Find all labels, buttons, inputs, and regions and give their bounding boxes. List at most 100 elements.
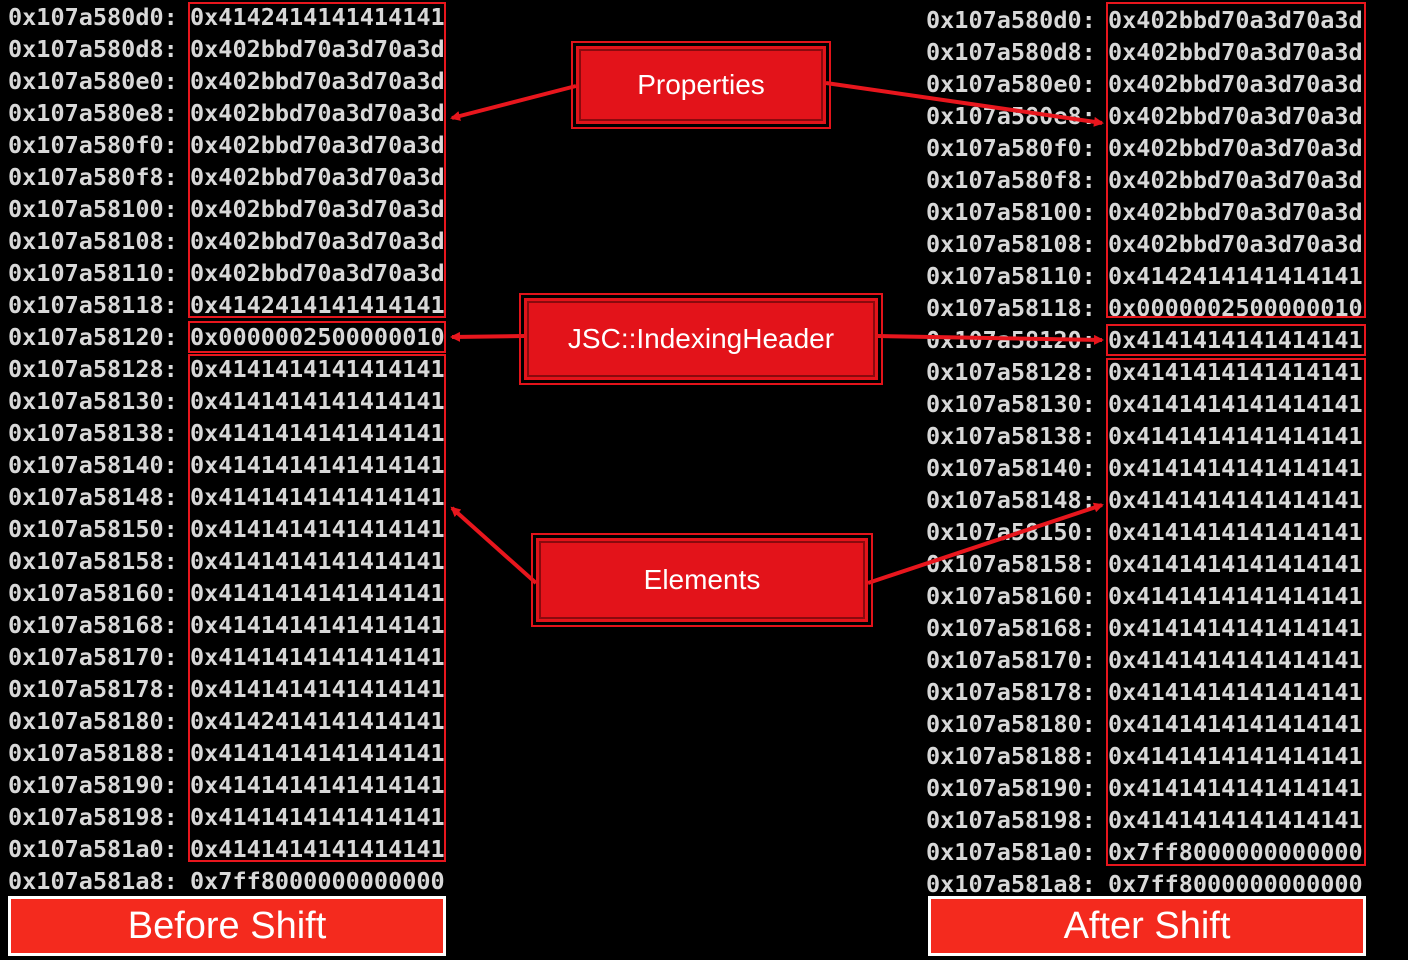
memory-value: 0x402bbd70a3d70a3d: [190, 99, 445, 127]
memory-row: 0x107a58178:0x4141414141414141: [926, 676, 1363, 708]
memory-row: 0x107a58108:0x402bbd70a3d70a3d: [8, 225, 445, 257]
memory-value: 0x4141414141414141: [190, 355, 445, 383]
memory-address: 0x107a58110:: [926, 262, 1096, 290]
memory-address: 0x107a58150:: [926, 518, 1096, 546]
memory-value: 0x4141414141414141: [190, 579, 445, 607]
memory-address: 0x107a58100:: [8, 195, 178, 223]
memory-row: 0x107a58130:0x4141414141414141: [926, 388, 1363, 420]
memory-address: 0x107a580f8:: [926, 166, 1096, 194]
memory-row: 0x107a580d0:0x4142414141414141: [8, 1, 445, 33]
memory-row: 0x107a581a0:0x4141414141414141: [8, 833, 445, 865]
memory-row: 0x107a580d8:0x402bbd70a3d70a3d: [926, 36, 1363, 68]
memory-address: 0x107a58140:: [926, 454, 1096, 482]
indexing-header-arrow-left: [450, 331, 525, 342]
memory-row: 0x107a580e8:0x402bbd70a3d70a3d: [8, 97, 445, 129]
memory-value: 0x402bbd70a3d70a3d: [1108, 6, 1363, 34]
memory-address: 0x107a58168:: [8, 611, 178, 639]
memory-value: 0x402bbd70a3d70a3d: [1108, 166, 1363, 194]
memory-value: 0x402bbd70a3d70a3d: [190, 195, 445, 223]
memory-value: 0x4141414141414141: [190, 675, 445, 703]
memory-value: 0x4141414141414141: [1108, 646, 1363, 674]
memory-address: 0x107a58178:: [926, 678, 1096, 706]
memory-row: 0x107a581a0:0x7ff8000000000000: [926, 836, 1363, 868]
memory-address: 0x107a58158:: [8, 547, 178, 575]
memory-value: 0x402bbd70a3d70a3d: [190, 131, 445, 159]
memory-address: 0x107a580d8:: [8, 35, 178, 63]
memory-value: 0x402bbd70a3d70a3d: [190, 259, 445, 287]
memory-row: 0x107a58160: 0x4141414141414141: [926, 580, 1363, 612]
memory-value: 0x4141414141414141: [190, 387, 445, 415]
memory-row: 0x107a58120:0x0000002500000010: [8, 321, 445, 353]
memory-row: 0x107a58100: 0x402bbd70a3d70a3d: [8, 193, 445, 225]
memory-row: 0x107a58190:0x4141414141414141: [8, 769, 445, 801]
memory-row: 0x107a58110:0x402bbd70a3d70a3d: [8, 257, 445, 289]
memory-value: 0x4141414141414141: [190, 451, 445, 479]
memory-row: 0x107a581a8:0x7ff8000000000000: [8, 865, 445, 897]
memory-value: 0x4141414141414141: [190, 771, 445, 799]
memory-value: 0x402bbd70a3d70a3d: [190, 163, 445, 191]
memory-address: 0x107a580f8:: [8, 163, 178, 191]
memory-row: 0x107a58188: 0x4141414141414141: [8, 737, 445, 769]
memory-row: 0x107a580f0:0x402bbd70a3d70a3d: [8, 129, 445, 161]
after-shift-caption: After Shift: [928, 896, 1366, 956]
memory-value: 0x4141414141414141: [190, 803, 445, 831]
memory-row: 0x107a58178:0x4141414141414141: [8, 673, 445, 705]
memory-row: 0x107a580f8: 0x402bbd70a3d70a3d: [926, 164, 1363, 196]
memory-row: 0x107a58148: 0x4141414141414141: [8, 481, 445, 513]
memory-address: 0x107a58160:: [926, 582, 1096, 610]
memory-row: 0x107a580f0:0x402bbd70a3d70a3d: [926, 132, 1363, 164]
memory-address: 0x107a58180:: [8, 707, 178, 735]
memory-value: 0x4141414141414141: [190, 739, 445, 767]
indexing-header-label: JSC::IndexingHeader: [519, 293, 883, 385]
memory-value: 0x402bbd70a3d70a3d: [1108, 230, 1363, 258]
memory-value: 0x7ff8000000000000: [1108, 838, 1363, 866]
memory-row: 0x107a58108: 0x402bbd70a3d70a3d: [926, 228, 1363, 260]
memory-value: 0x402bbd70a3d70a3d: [190, 35, 445, 63]
memory-row: 0x107a58130: 0x4141414141414141: [8, 385, 445, 417]
memory-value: 0x4141414141414141: [190, 483, 445, 511]
memory-address: 0x107a58160:: [8, 579, 178, 607]
memory-row: 0x107a58158:0x4141414141414141: [8, 545, 445, 577]
before-properties-box: [188, 2, 446, 318]
memory-address: 0x107a58170:: [926, 646, 1096, 674]
properties-arrow-left: [450, 84, 577, 121]
memory-row: 0x107a58160: 0x4141414141414141: [8, 577, 445, 609]
memory-row: 0x107a58118:0x4142414141414141: [8, 289, 445, 321]
memory-row: 0x107a58168: 0x4141414141414141: [8, 609, 445, 641]
memory-row: 0x107a580f8: 0x402bbd70a3d70a3d: [8, 161, 445, 193]
memory-address: 0x107a58138:: [8, 419, 178, 447]
memory-value: 0x4141414141414141: [1108, 326, 1363, 354]
before-indexing-header-box: [188, 321, 446, 353]
memory-address: 0x107a580e0:: [926, 70, 1096, 98]
memory-address: 0x107a58188:: [8, 739, 178, 767]
memory-address: 0x107a58198:: [926, 806, 1096, 834]
memory-value: 0x4141414141414141: [190, 611, 445, 639]
memory-address: 0x107a58190:: [926, 774, 1096, 802]
memory-address: 0x107a58148:: [8, 483, 178, 511]
memory-address: 0x107a58130:: [8, 387, 178, 415]
memory-value: 0x4142414141414141: [1108, 262, 1363, 290]
memory-address: 0x107a580e8:: [926, 102, 1096, 130]
memory-row: 0x107a581a8:0x7ff8000000000000: [926, 868, 1363, 900]
memory-value: 0x4141414141414141: [1108, 742, 1363, 770]
memory-value: 0x4141414141414141: [190, 515, 445, 543]
memory-value: 0x4142414141414141: [190, 707, 445, 735]
memory-row: 0x107a58138:0x4141414141414141: [926, 420, 1363, 452]
memory-value: 0x4141414141414141: [190, 835, 445, 863]
memory-address: 0x107a58148:: [926, 486, 1096, 514]
memory-address: 0x107a58188:: [926, 742, 1096, 770]
memory-row: 0x107a58150:0x4141414141414141: [8, 513, 445, 545]
memory-value: 0x4141414141414141: [1108, 454, 1363, 482]
memory-row: 0x107a580d0:0x402bbd70a3d70a3d: [926, 4, 1363, 36]
after-elements-box: [1106, 358, 1366, 866]
memory-value: 0x4141414141414141: [1108, 582, 1363, 610]
memory-value: 0x4141414141414141: [190, 419, 445, 447]
memory-value: 0x402bbd70a3d70a3d: [1108, 38, 1363, 66]
memory-row: 0x107a58100:0x402bbd70a3d70a3d: [926, 196, 1363, 228]
memory-row: 0x107a58140:0x4141414141414141: [8, 449, 445, 481]
memory-value: 0x402bbd70a3d70a3d: [1108, 198, 1363, 226]
memory-address: 0x107a58108:: [926, 230, 1096, 258]
memory-value: 0x4141414141414141: [1108, 518, 1363, 546]
memory-address: 0x107a580d0:: [8, 3, 178, 31]
memory-address: 0x107a58180:: [926, 710, 1096, 738]
